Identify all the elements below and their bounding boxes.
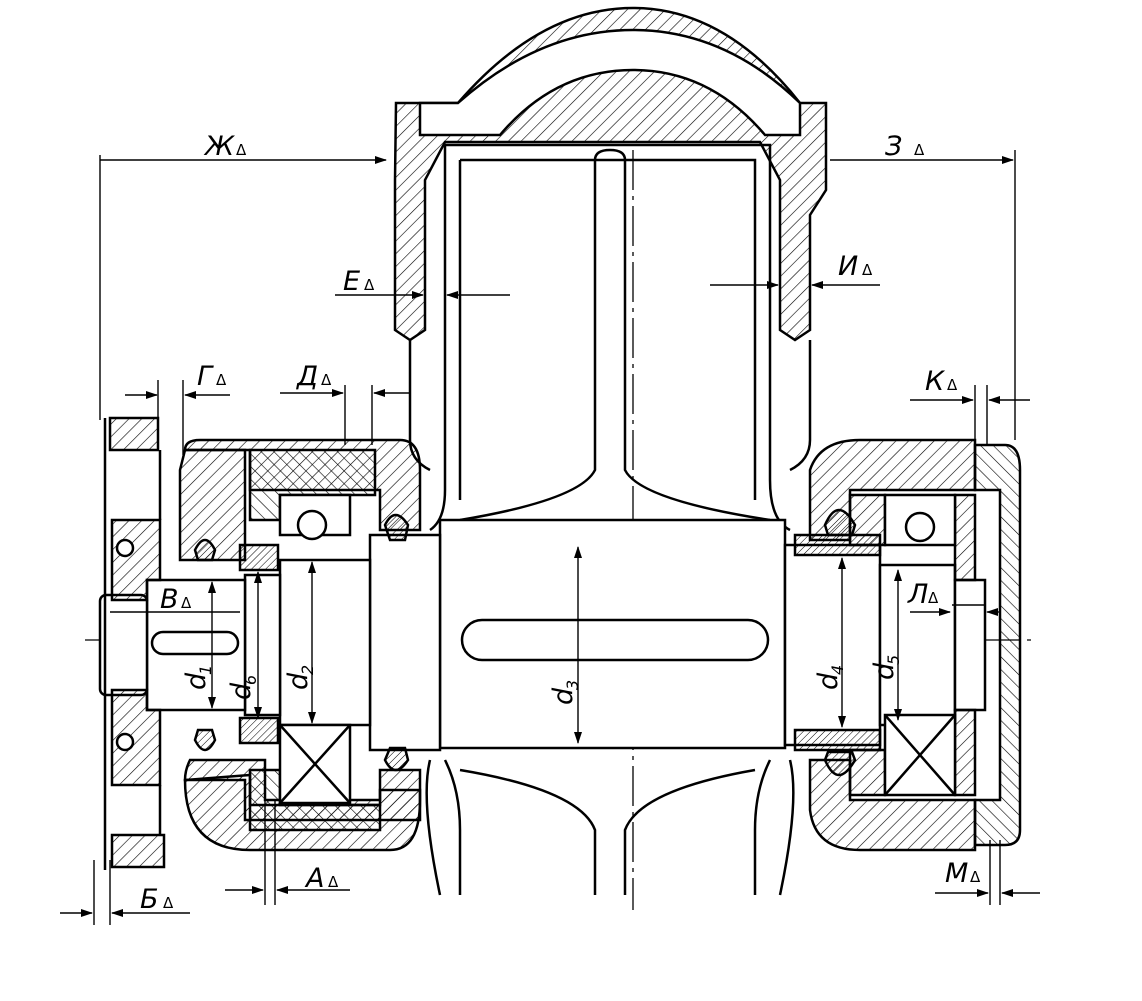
label-b: Б <box>140 884 159 915</box>
left-bearing-housing <box>178 438 422 852</box>
tol-v: Δ <box>181 594 192 612</box>
cover-inner-ring <box>418 28 802 137</box>
tol-z: Δ <box>914 141 925 159</box>
label-e: Е <box>343 266 360 297</box>
tol-g: Δ <box>216 371 227 389</box>
wheel-web-outline <box>445 143 791 532</box>
diameter-d6: d 6 <box>226 675 260 700</box>
gear-wheel <box>393 6 828 896</box>
tol-e: Δ <box>364 276 375 294</box>
left-keyway <box>150 630 240 656</box>
diameter-labels: d 1 d 6 d 2 d 3 d 4 d 5 <box>181 655 903 705</box>
diameter-d3: d 3 <box>548 680 582 705</box>
label-l: Л <box>907 579 928 610</box>
svg-text:5: 5 <box>884 655 903 665</box>
tol-zh: Δ <box>236 141 247 159</box>
svg-text:1: 1 <box>196 665 215 675</box>
left-seals <box>193 513 410 772</box>
tol-l: Δ <box>928 589 939 607</box>
dimension-lines <box>60 150 1040 925</box>
tol-i: Δ <box>862 261 873 279</box>
dimension-labels: Ж Δ З Δ Е Δ И Δ Г Δ Д Δ К Δ В Δ Л Δ А Δ … <box>140 131 981 915</box>
right-bearing <box>793 493 957 797</box>
label-g: Г <box>197 361 214 392</box>
diameter-d1: d 1 <box>181 665 215 690</box>
wheel-hub-spoke <box>459 148 771 522</box>
label-z: З <box>885 131 902 162</box>
tol-b: Δ <box>163 894 174 912</box>
diameter-d5: d 5 <box>869 655 903 680</box>
tol-k: Δ <box>947 376 958 394</box>
svg-text:d: d <box>226 682 257 700</box>
label-m: М <box>945 858 968 889</box>
svg-text:d: d <box>869 662 900 680</box>
label-k: К <box>925 366 946 397</box>
svg-text:d: d <box>548 687 579 705</box>
label-v: В <box>160 584 179 615</box>
diameter-d2: d 2 <box>283 665 317 690</box>
svg-text:6: 6 <box>241 675 260 685</box>
keyway-slot <box>460 618 770 662</box>
svg-text:d: d <box>813 672 844 690</box>
svg-text:4: 4 <box>828 665 847 675</box>
left-bearing <box>238 493 352 805</box>
tol-d: Δ <box>321 371 332 389</box>
label-zh: Ж <box>203 131 235 162</box>
right-seals <box>823 508 857 777</box>
label-d: Д <box>296 361 318 392</box>
label-i: И <box>838 251 858 282</box>
label-a: А <box>304 863 324 894</box>
diameter-d4: d 4 <box>813 665 847 690</box>
svg-text:3: 3 <box>563 680 582 690</box>
svg-text:d: d <box>283 672 314 690</box>
svg-text:2: 2 <box>298 665 317 675</box>
left-pulley <box>103 416 166 870</box>
tol-a: Δ <box>328 873 339 891</box>
tol-m: Δ <box>970 868 981 886</box>
svg-text:d: d <box>181 672 212 690</box>
shaft <box>98 518 987 752</box>
